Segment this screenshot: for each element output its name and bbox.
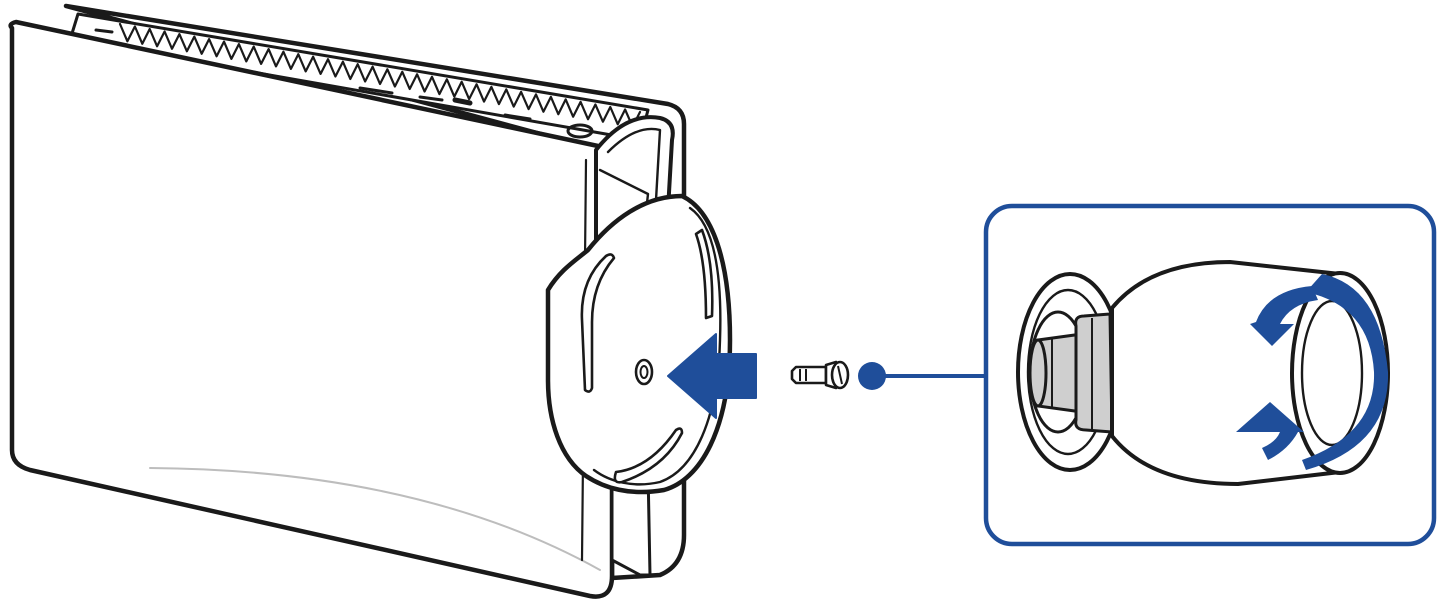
power-symbol (566, 123, 594, 139)
callout-connector (858, 362, 988, 390)
panel-curve (149, 467, 601, 571)
rotate-clockwise-icon (1236, 274, 1389, 470)
screw-hole (634, 358, 654, 386)
left-arrow-icon (667, 333, 757, 419)
screw (790, 360, 850, 390)
console (8, 3, 733, 599)
detail-inset (983, 203, 1437, 547)
stand-disc-slots (580, 228, 714, 484)
inset-screw-collar (1074, 312, 1114, 434)
vent-zigzag (118, 22, 642, 128)
console-side-panel (8, 19, 615, 599)
stand-bracket-inner (606, 127, 662, 202)
inset-screw-shaft (1028, 332, 1084, 414)
top-vents (68, 12, 650, 142)
